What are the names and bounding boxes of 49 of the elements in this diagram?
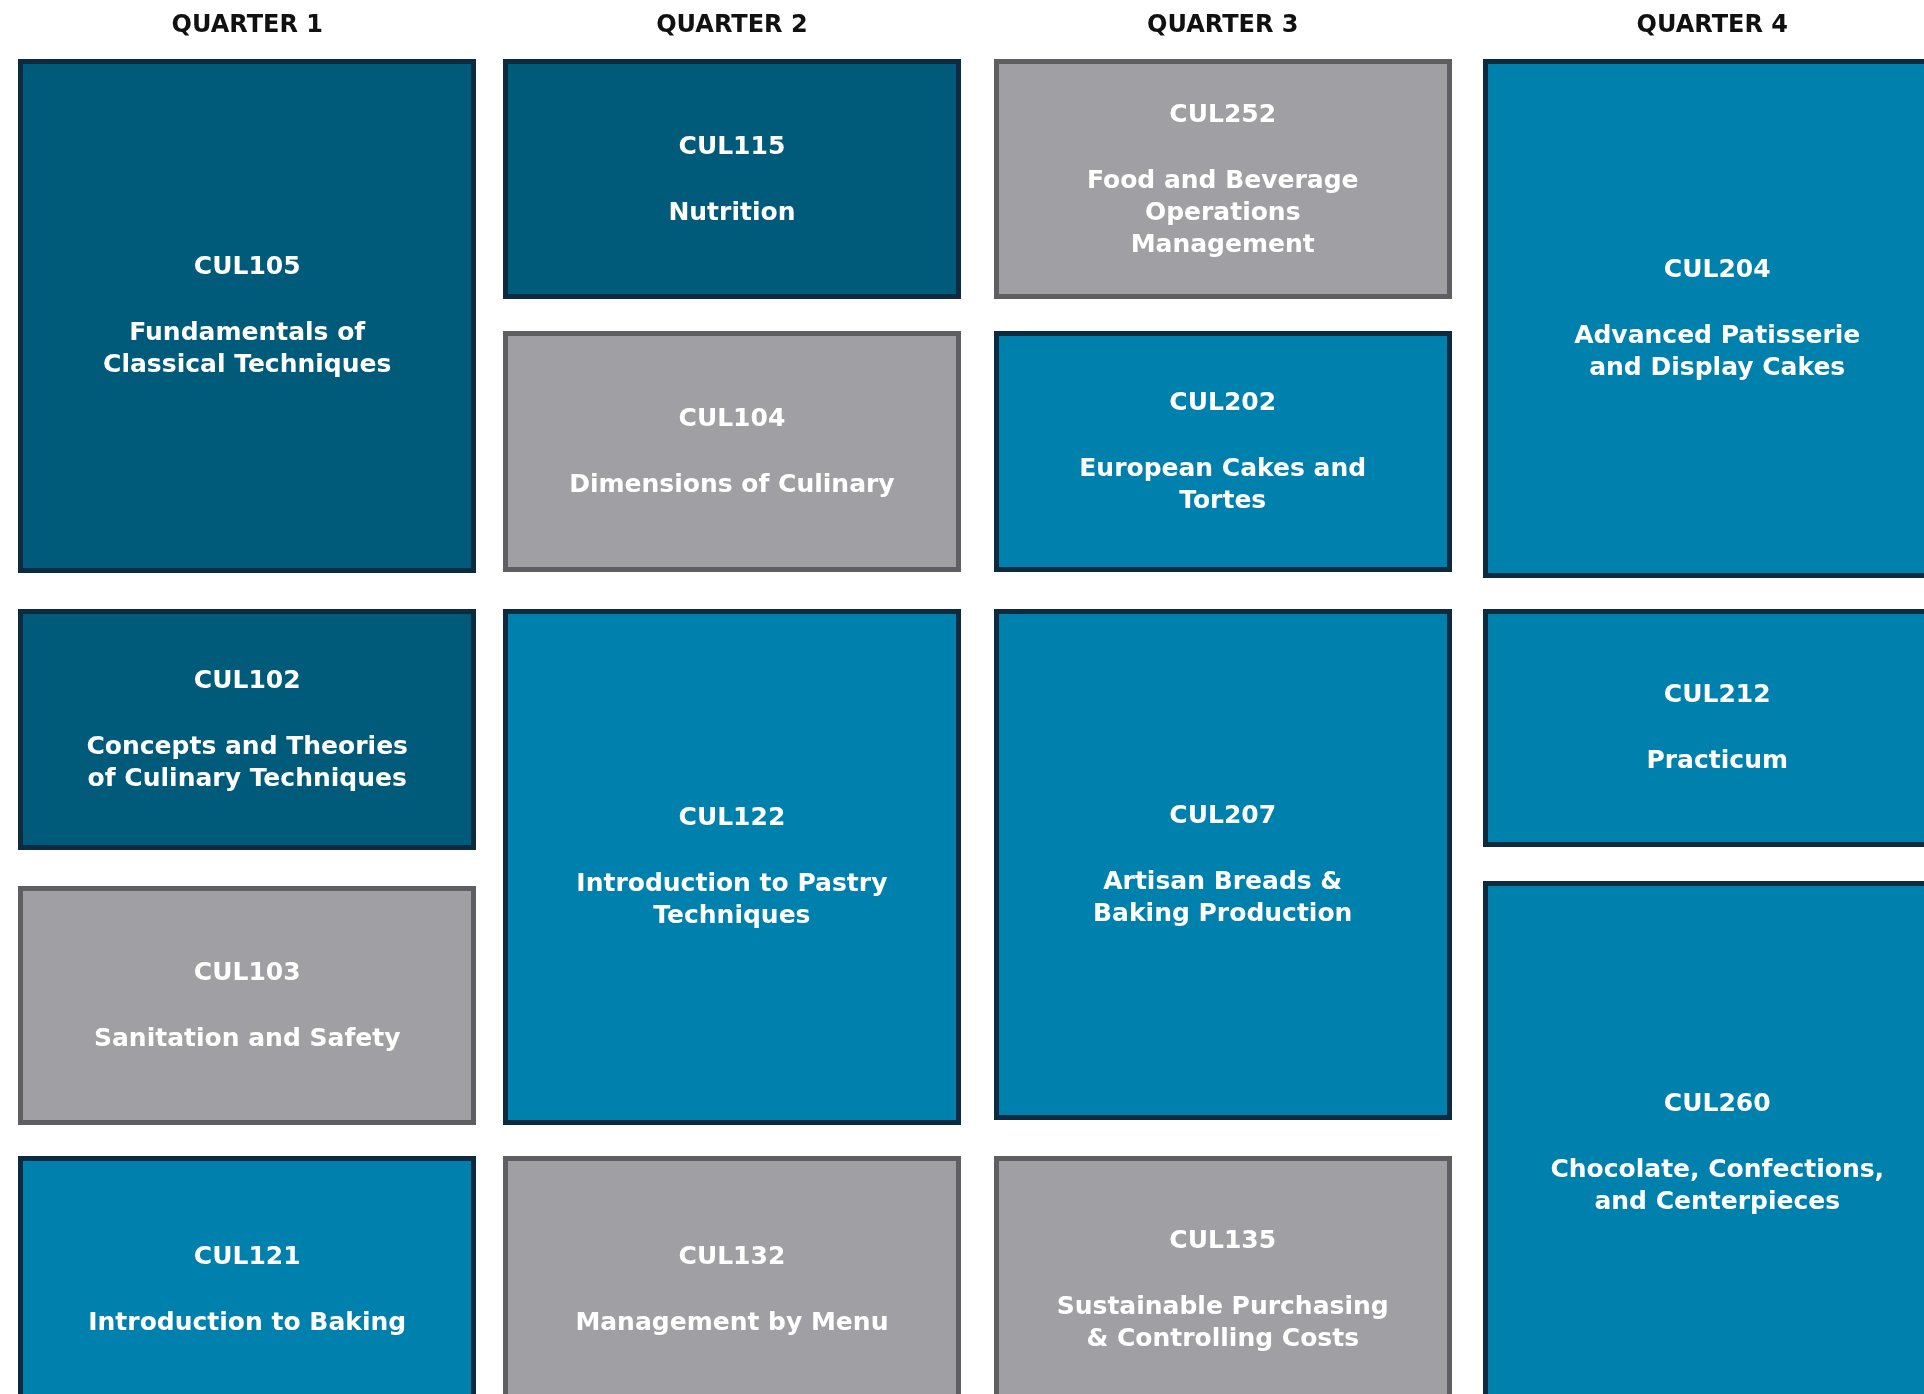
course-code: CUL103 bbox=[193, 957, 301, 987]
course-box bbox=[993, 1155, 1452, 1394]
course-box bbox=[503, 608, 961, 1126]
course-box bbox=[18, 58, 477, 573]
course-box bbox=[1483, 58, 1924, 578]
course-code: CUL104 bbox=[678, 403, 786, 433]
course-box bbox=[503, 331, 961, 572]
course-title: Introduction to Baking bbox=[88, 1306, 407, 1339]
course-box bbox=[18, 608, 477, 851]
course-title: Chocolate, Confections, and Centerpieces bbox=[1549, 1152, 1886, 1217]
column-heading: QUARTER 1 bbox=[170, 9, 324, 38]
course-box bbox=[993, 331, 1452, 572]
course-title: Sanitation and Safety bbox=[94, 1022, 401, 1055]
course-title: Practicum bbox=[1646, 744, 1788, 777]
course-title: European Cakes and Tortes bbox=[1078, 452, 1368, 517]
course-title: Nutrition bbox=[668, 195, 796, 228]
column-heading: QUARTER 3 bbox=[1146, 9, 1300, 38]
course-box bbox=[993, 608, 1452, 1121]
course-code: CUL102 bbox=[193, 664, 301, 694]
course-title: Management by Menu bbox=[575, 1306, 889, 1339]
course-box bbox=[1483, 608, 1924, 847]
course-code: CUL132 bbox=[678, 1241, 786, 1271]
course-code: CUL202 bbox=[1169, 387, 1277, 417]
course-title: Concepts and Theories of Culinary Techniques bbox=[85, 729, 409, 794]
course-title: Artisan Breads & Baking Production bbox=[1092, 864, 1354, 929]
course-code: CUL121 bbox=[193, 1241, 301, 1271]
course-box bbox=[503, 58, 961, 300]
column-heading: QUARTER 2 bbox=[655, 9, 809, 38]
course-box bbox=[1483, 881, 1924, 1394]
course-box bbox=[18, 885, 477, 1126]
course-code: CUL212 bbox=[1663, 679, 1771, 709]
course-box bbox=[503, 1155, 961, 1394]
course-code: CUL252 bbox=[1169, 98, 1277, 128]
course-code: CUL207 bbox=[1169, 799, 1277, 829]
course-title: Advanced Patisserie and Display Cakes bbox=[1573, 318, 1862, 383]
course-box bbox=[993, 58, 1452, 300]
course-code: CUL115 bbox=[678, 130, 786, 160]
course-code: CUL204 bbox=[1663, 253, 1771, 283]
course-title: Sustainable Purchasing & Controlling Costs bbox=[1055, 1290, 1390, 1355]
course-code: CUL105 bbox=[193, 251, 301, 281]
course-code: CUL122 bbox=[678, 802, 786, 832]
course-title: Fundamentals of Classical Techniques bbox=[102, 316, 393, 381]
course-title: Food and Beverage Operations Management bbox=[1085, 163, 1360, 260]
course-code: CUL260 bbox=[1663, 1087, 1771, 1117]
course-box bbox=[18, 1155, 477, 1394]
course-title: Introduction to Pastry Techniques bbox=[575, 867, 889, 932]
column-heading: QUARTER 4 bbox=[1635, 9, 1790, 38]
course-code: CUL135 bbox=[1169, 1225, 1277, 1255]
course-title: Dimensions of Culinary bbox=[569, 468, 895, 501]
